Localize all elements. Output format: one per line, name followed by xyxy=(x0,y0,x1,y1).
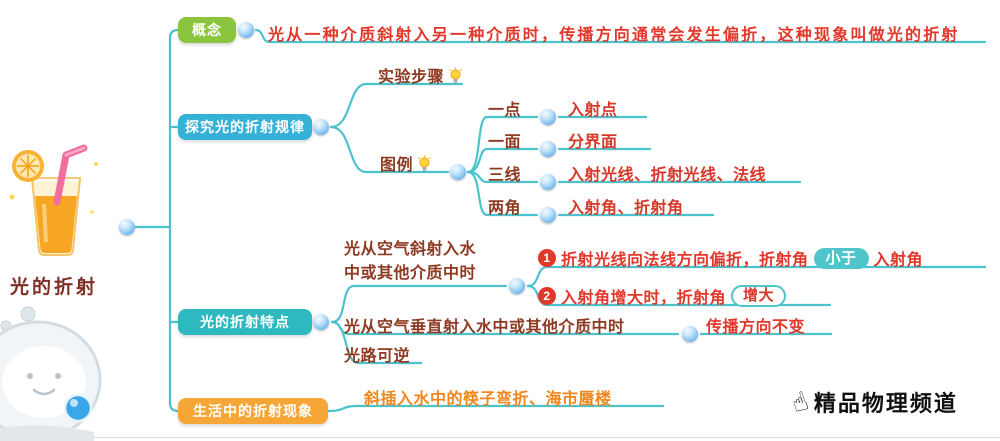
branch-connector-dot[interactable] xyxy=(313,314,329,330)
legend-key[interactable]: 一面 xyxy=(488,134,522,151)
legend-node[interactable]: 图例 xyxy=(380,151,432,175)
legend-value[interactable]: 入射光线、折射光线、法线 xyxy=(568,167,767,184)
point1-badge[interactable]: 小于 xyxy=(813,247,869,269)
bulb-icon xyxy=(449,67,462,83)
point2-text: 入射角增大时，折射角 xyxy=(561,290,727,307)
node-concept[interactable]: 概念 xyxy=(178,17,236,43)
branch-connector-dot[interactable] xyxy=(540,174,556,190)
perpendicular-result[interactable]: 传播方向不变 xyxy=(706,319,806,336)
number-1-icon: 1 xyxy=(538,249,556,267)
experiment-steps-label: 实验步骤 xyxy=(378,69,445,86)
legend-value[interactable]: 入射点 xyxy=(568,102,618,119)
juice-glass-illustration xyxy=(9,144,98,256)
branch-connector-dot[interactable] xyxy=(450,164,466,180)
pointing-hand-icon: ☝ xyxy=(787,385,813,419)
node-rule[interactable]: 探究光的折射规律 xyxy=(178,114,312,140)
branch-connector-dot[interactable] xyxy=(238,22,254,38)
node-life[interactable]: 生活中的折射现象 xyxy=(178,398,328,424)
life-examples[interactable]: 斜插入水中的筷子弯折、海市蜃楼 xyxy=(364,391,612,408)
branch-connector-dot[interactable] xyxy=(313,119,329,135)
branch-connector-dot[interactable] xyxy=(540,141,556,157)
robot-mascot xyxy=(0,306,102,441)
branch-connector-dot[interactable] xyxy=(682,326,698,342)
feature-point-2[interactable]: 2 入射角增大时，折射角 增大 xyxy=(538,284,787,308)
number-2-icon: 2 xyxy=(538,287,556,305)
experiment-steps[interactable]: 实验步骤 xyxy=(378,63,463,87)
point1-suffix: 入射角 xyxy=(873,252,924,269)
oblique-condition[interactable]: 光从空气斜射入水中或其他介质中时 xyxy=(344,241,477,282)
watermark: ☝ 精品物理频道 xyxy=(788,385,958,418)
concept-definition[interactable]: 光从一种介质斜射入另一种介质时，传播方向通常会发生偏折，这种现象叫做光的折射 xyxy=(268,27,960,44)
feature-point-1[interactable]: 1 折射光线向法线方向偏折，折射角 小于 入射角 xyxy=(538,246,923,270)
bottom-divider xyxy=(0,437,1000,438)
branch-connector-dot[interactable] xyxy=(119,219,135,235)
bulb-icon xyxy=(418,155,431,171)
point1-text: 折射光线向法线方向偏折，折射角 xyxy=(561,252,809,269)
root-title[interactable]: 光的折射 xyxy=(10,277,99,298)
branch-connector-dot[interactable] xyxy=(540,207,556,223)
point2-badge[interactable]: 增大 xyxy=(731,285,787,307)
watermark-text: 精品物理频道 xyxy=(813,391,958,416)
legend-value[interactable]: 入射角、折射角 xyxy=(568,200,684,217)
legend-key[interactable]: 一点 xyxy=(488,102,522,119)
legend-label: 图例 xyxy=(380,157,414,174)
reversible-path[interactable]: 光路可逆 xyxy=(344,348,411,365)
branch-connector-dot[interactable] xyxy=(540,109,556,125)
node-features[interactable]: 光的折射特点 xyxy=(178,309,312,335)
branch-connector-dot[interactable] xyxy=(509,278,525,294)
legend-key[interactable]: 两角 xyxy=(488,200,522,217)
perpendicular-condition[interactable]: 光从空气垂直射入水中或其他介质中时 xyxy=(344,319,625,336)
legend-value[interactable]: 分界面 xyxy=(568,134,618,151)
legend-key[interactable]: 三线 xyxy=(488,167,522,184)
